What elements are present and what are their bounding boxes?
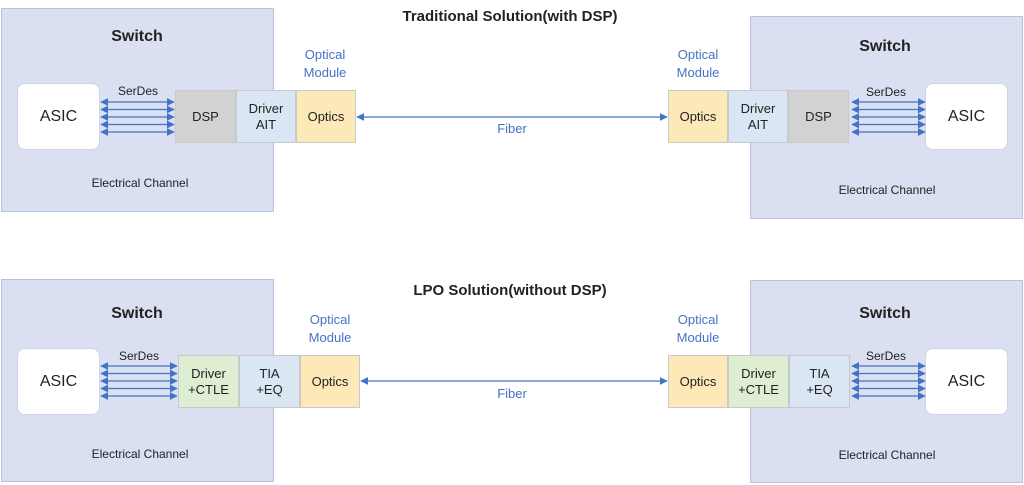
top-left-dsp-block: DSP [175, 90, 236, 143]
top-left-module-label: Optical Module [285, 46, 365, 82]
bottom-left-asic: ASIC [17, 348, 100, 415]
module-label-line1: Optical Module [676, 47, 720, 80]
top-fiber-label: Fiber [497, 121, 527, 136]
bottom-right-asic: ASIC [925, 348, 1008, 415]
bottom-fiber-label: Fiber [497, 386, 527, 401]
bottom-left-driver-ctle-block: Driver +CTLE [178, 355, 239, 408]
top-right-driver-block: Driver AIT [728, 90, 788, 143]
top-right-serdes-label: SerDes [865, 85, 906, 99]
top-left-driver-block: Driver AIT [236, 90, 296, 143]
top-right-dsp-block: DSP [788, 90, 849, 143]
top-right-optics-block: Optics [668, 90, 728, 143]
top-left-switch-label: Switch [111, 28, 163, 45]
module-label-line1: Optical Module [308, 312, 352, 345]
module-label-line1: Optical Module [303, 47, 347, 80]
bottom-title: LPO Solution(without DSP) [413, 282, 607, 299]
module-label-line1: Optical Module [676, 312, 720, 345]
top-left-optics-block: Optics [296, 90, 356, 143]
top-left-asic: ASIC [17, 83, 100, 150]
bottom-left-channel-label: Electrical Channel [91, 447, 189, 461]
bottom-left-switch-label: Switch [111, 305, 163, 322]
bottom-left-module-label: Optical Module [290, 311, 370, 347]
arrow-layer [100, 98, 926, 400]
top-right-switch-label: Switch [859, 38, 911, 55]
top-left-channel-label: Electrical Channel [91, 176, 189, 190]
bottom-right-switch-label: Switch [859, 305, 911, 322]
bottom-right-tia-eq-block: TIA +EQ [789, 355, 850, 408]
bottom-right-serdes-label: SerDes [865, 349, 906, 363]
bottom-right-channel-label: Electrical Channel [838, 448, 936, 462]
bottom-left-serdes-label: SerDes [118, 349, 159, 363]
bottom-right-driver-ctle-block: Driver +CTLE [728, 355, 789, 408]
top-left-serdes-label: SerDes [117, 84, 158, 98]
bottom-right-optics-block: Optics [668, 355, 728, 408]
bottom-left-tia-eq-block: TIA +EQ [239, 355, 300, 408]
top-title: Traditional Solution(with DSP) [402, 8, 618, 25]
top-right-module-label: Optical Module [658, 46, 738, 82]
top-right-asic: ASIC [925, 83, 1008, 150]
top-right-channel-label: Electrical Channel [838, 183, 936, 197]
bottom-right-module-label: Optical Module [658, 311, 738, 347]
bottom-left-optics-block: Optics [300, 355, 360, 408]
